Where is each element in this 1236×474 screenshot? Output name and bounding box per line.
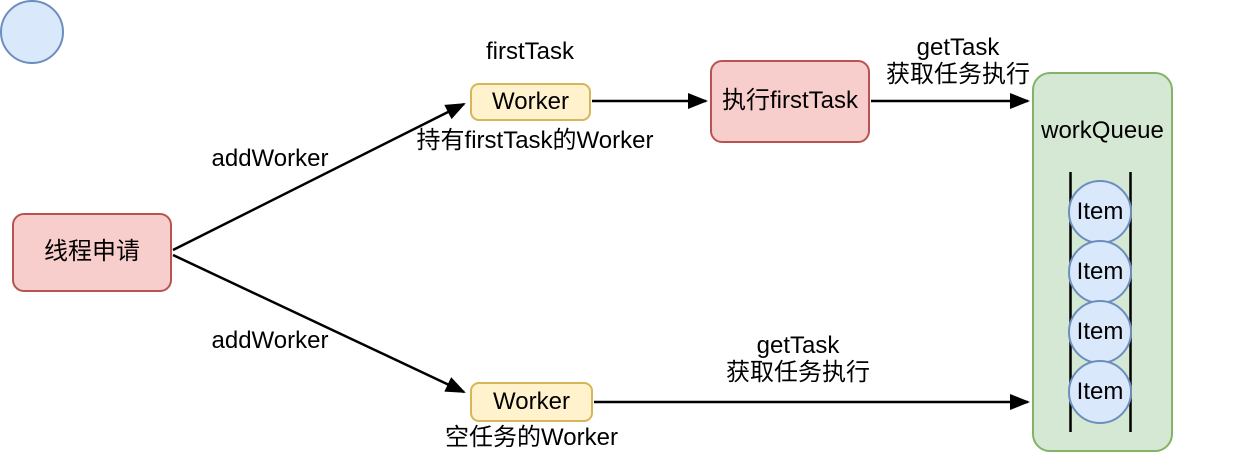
node-worker-top: Worker [470,83,591,121]
edge-label-gettask-top-line1: getTask [916,34,1000,61]
edge-label-gettask-top-line2: 获取任务执行 [886,61,1030,88]
node-thread-request: 线程申请 [12,213,172,292]
node-execute-firsttask: 执行firstTask [710,60,870,143]
node-worker-bottom-label: Worker [493,387,570,415]
arrow-addworker-bottom [172,253,466,394]
edge-label-gettask-bottom: getTask 获取任务执行 [698,332,898,386]
workqueue-label: workQueue [1041,117,1164,144]
caption-worker-top: 持有firstTask的Worker [416,127,654,154]
edge-label-addworker-bottom: addWorker [211,327,329,354]
edge-label-gettask-top: getTask 获取任务执行 [858,34,1058,88]
firsttask-label: firstTask [485,38,574,65]
queue-item: Item [1068,240,1132,304]
queue-item: Item [1068,180,1132,244]
node-worker-bottom: Worker [470,382,593,422]
edge-label-gettask-bottom-line1: getTask [756,332,840,359]
node-worker-top-label: Worker [492,87,569,115]
queue-item: Item [1068,360,1132,424]
node-thread-request-label: 线程申请 [44,238,140,266]
firsttask-circle [0,0,64,64]
node-execute-firsttask-label: 执行firstTask [721,87,858,115]
edge-label-gettask-bottom-line2: 获取任务执行 [726,359,870,386]
caption-worker-bottom: 空任务的Worker [445,424,618,451]
edge-label-addworker-top: addWorker [211,145,329,172]
arrow-addworker-top [172,102,466,252]
queue-item: Item [1068,300,1132,364]
